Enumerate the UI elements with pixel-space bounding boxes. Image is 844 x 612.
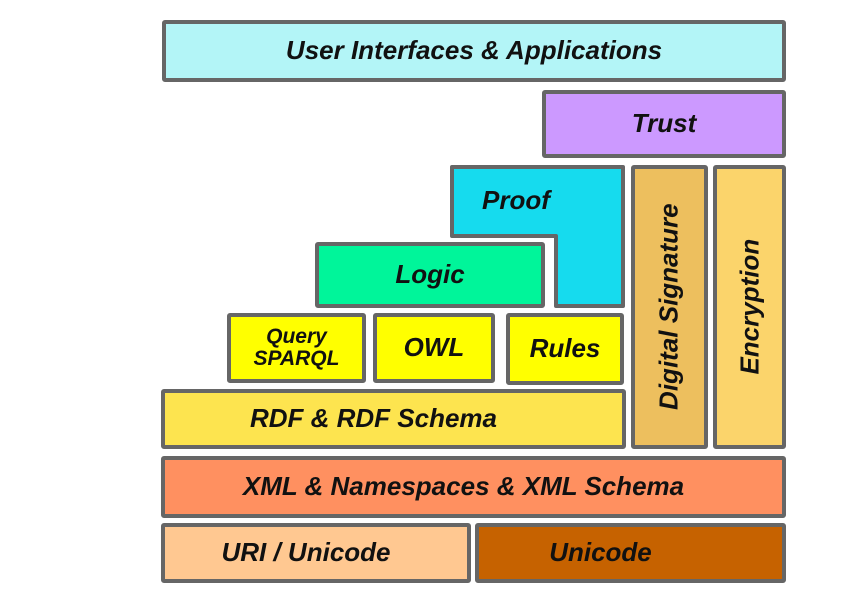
layer-unicode: Unicode	[475, 523, 786, 583]
layer-proof-label: Proof	[482, 184, 550, 215]
layer-label: OWL	[403, 332, 465, 363]
layer-label: URI / Unicode	[221, 537, 391, 568]
layer-label: Trust	[631, 108, 697, 139]
layer-user-interfaces: User Interfaces & Applications	[162, 20, 786, 82]
layer-digital-signature: Digital Signature	[631, 165, 708, 449]
layer-label: User Interfaces & Applications	[285, 35, 663, 66]
layer-rules: Rules	[506, 313, 624, 385]
layer-label-line2: SPARQL	[253, 347, 340, 370]
layer-label-line1: Query	[266, 324, 327, 348]
layer-trust: Trust	[542, 90, 786, 158]
layer-label: RDF & RDF Schema	[249, 403, 498, 434]
layer-encryption: Encryption	[713, 165, 786, 449]
proof-polygon	[450, 165, 625, 308]
layer-label: Logic	[395, 259, 465, 290]
layer-label: XML & Namespaces & XML Schema	[242, 471, 685, 502]
layer-query-sparql: Query SPARQL	[227, 313, 366, 383]
layer-xml: XML & Namespaces & XML Schema	[161, 456, 786, 518]
layer-label: Unicode	[549, 537, 652, 568]
layer-label: Digital Signature	[653, 203, 684, 411]
layer-owl: OWL	[373, 313, 495, 383]
layer-rdf: RDF & RDF Schema	[161, 389, 626, 449]
layer-proof-shape	[450, 165, 625, 308]
layer-label: Encryption	[733, 239, 764, 375]
layer-label: Rules	[529, 333, 601, 364]
layer-uri-unicode: URI / Unicode	[161, 523, 471, 583]
layer-logic: Logic	[315, 242, 545, 308]
